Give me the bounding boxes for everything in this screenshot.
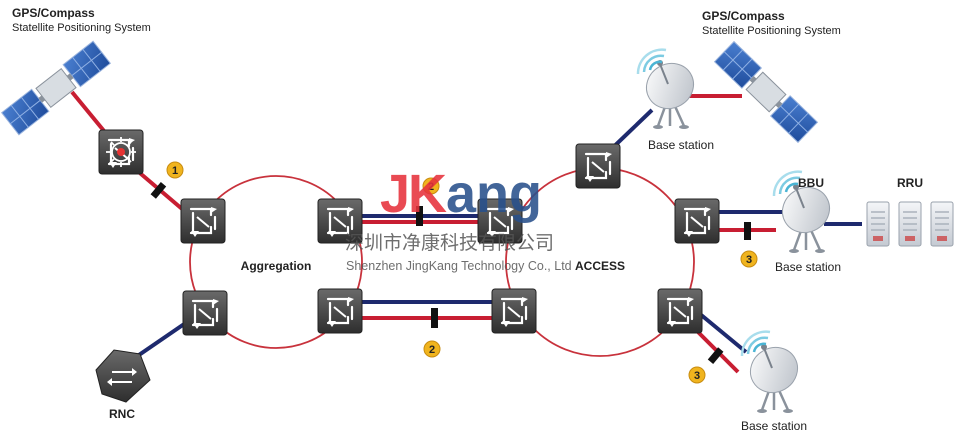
watermark-logo: J K ang [380,164,542,224]
access-label: ACCESS [575,259,625,273]
base-station-dish-icon-top [636,53,704,131]
rru-label: RRU [897,176,923,190]
watermark-brand-rest: ang [446,164,542,224]
rru-unit-1 [866,201,890,247]
clock-icon [106,137,136,167]
rru-unit-3 [930,201,954,247]
marker-2-top-label: 2 [428,181,434,193]
marker-3-bbu-label: 3 [746,254,752,266]
base-station-label-bottom: Base station [741,419,807,433]
rnc-label: RNC [109,407,135,421]
base-station-dish-icon-bottom [740,337,808,415]
watermark-company-en: Shenzhen JingKang Technology Co., Ltd [346,259,572,273]
marker-2-bottom-label: 2 [429,344,435,356]
aggregation-label: Aggregation [241,259,312,273]
gps-right-title: GPS/Compass [702,9,785,23]
aggregation-ring [189,175,363,349]
access-router-bottom-right [656,287,704,335]
fiber-links [70,90,862,374]
gps-left-title: GPS/Compass [12,6,95,20]
bbu-label: BBU [798,176,824,190]
aggregation-router-bottom-left [181,289,229,337]
bbu-dish-icon [772,177,840,255]
aggregation-router-bottom-right [316,287,364,335]
satellite-icon-right [714,41,818,143]
gps-right-subtitle: Statellite Positioning System [702,25,841,37]
rru-unit-2 [898,201,922,247]
gps-left-subtitle: Statellite Positioning System [12,22,151,34]
link-breakers [150,181,751,365]
watermark-brand-k: K [408,164,447,224]
rnc-node-icon [95,349,151,403]
marker-1-label: 1 [172,165,178,177]
access-router-top [574,142,622,190]
base-station-label-top: Base station [648,138,714,152]
base-station-label-bbu: Base station [775,260,841,274]
access-router-right [673,197,721,245]
access-router-bottom-left [490,287,538,335]
watermark-brand-j: J [380,164,410,224]
watermark-company-cn: 深圳市净康科技有限公司 [345,232,554,254]
aggregation-router-top-left [179,197,227,245]
marker-3-bottom-label: 3 [694,370,700,382]
